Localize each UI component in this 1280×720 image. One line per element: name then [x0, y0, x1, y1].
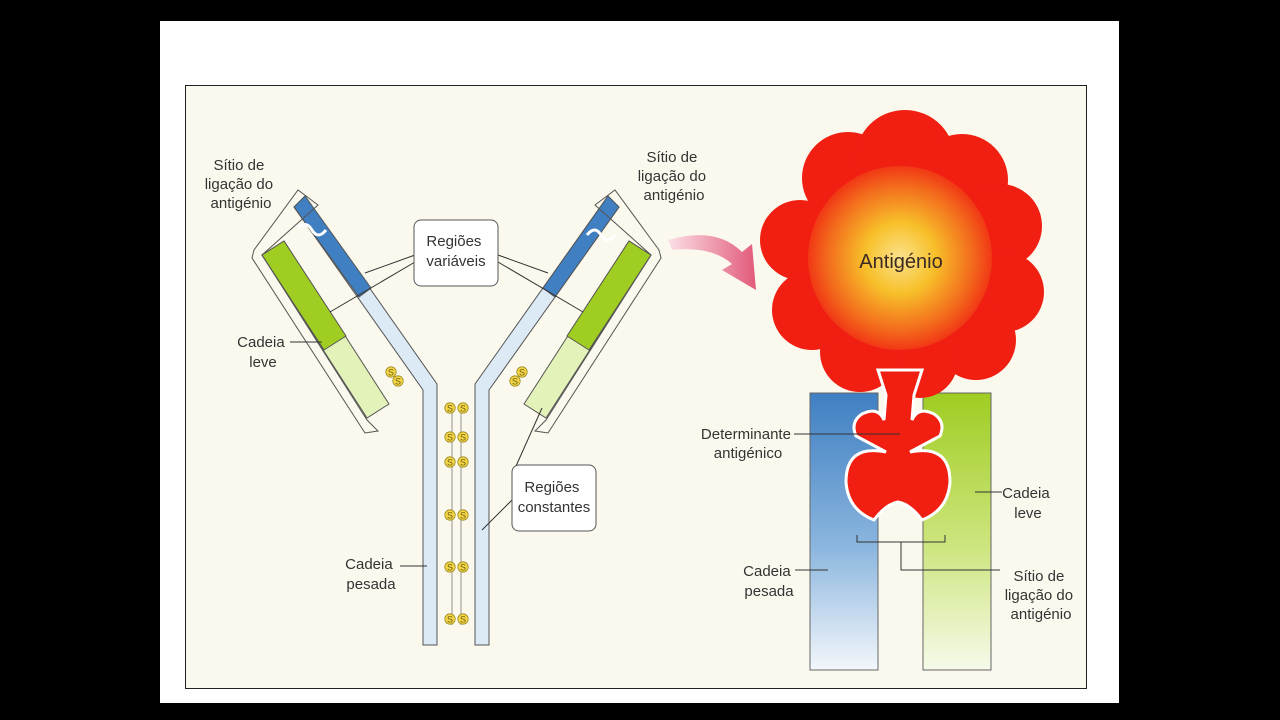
light-chain-left-label: Cadeia leve [237, 334, 289, 371]
binding-detail [760, 110, 1044, 671]
binding-site-bracket [856, 535, 1000, 571]
antigen-core [808, 166, 992, 350]
left-arm-outline [251, 189, 380, 434]
right-arm-outline [533, 189, 662, 434]
binding-site-right-label: Sítio de ligação do antigénio [638, 149, 711, 204]
disulfide-bond-icon [385, 366, 528, 625]
heavy-variable-left [293, 195, 372, 298]
light-chain-right-label: Cadeia leve [1002, 485, 1054, 522]
heavy-variable-right [542, 195, 620, 298]
constant-regions-box [511, 464, 597, 532]
antigen-label: Antigénio [859, 251, 942, 273]
antibody-y [251, 189, 662, 646]
curved-arrow-icon [668, 235, 756, 290]
light-variable-right [566, 240, 652, 351]
variable-regions-label: Regiões variáveis [426, 233, 485, 270]
constant-regions-label: Regiões constantes [518, 479, 591, 516]
leader-lines-left [290, 254, 584, 567]
leader-lines-right [794, 433, 1002, 571]
binding-notch-right [585, 228, 617, 242]
binding-site-detail-label: Sítio de ligação do antigénio [1005, 568, 1078, 623]
binding-notch-left [296, 223, 328, 237]
light-variable-left [261, 240, 347, 351]
binding-site-left-label: Sítio de ligação do antigénio [205, 157, 278, 212]
antigenic-determinant-label: Determinante antigénico [701, 426, 795, 462]
heavy-chain-right-label: Cadeia pesada [743, 563, 795, 600]
variable-regions-box [413, 219, 499, 287]
heavy-chain-left-label: Cadeia pesada [345, 556, 397, 593]
